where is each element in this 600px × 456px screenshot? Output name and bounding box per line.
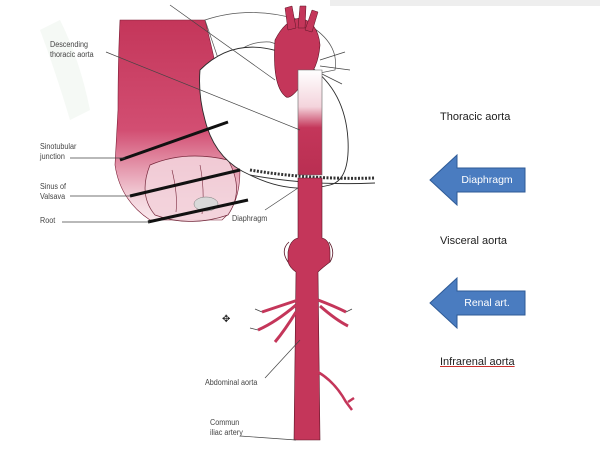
region-thoracic-aorta: Thoracic aorta bbox=[440, 111, 511, 123]
label-line: iliac artery bbox=[210, 428, 243, 437]
leader-abdominal bbox=[264, 339, 301, 379]
sinotubular-bar bbox=[119, 120, 229, 162]
label-abdominal-aorta: Abdominal aorta bbox=[205, 378, 258, 387]
root-bar bbox=[147, 198, 249, 224]
label-root: Root bbox=[40, 216, 56, 225]
label-common-iliac-artery: Commun iliac artery bbox=[210, 418, 243, 438]
renal-arrow-shape bbox=[429, 276, 526, 330]
move-cursor-icon: ✥ bbox=[222, 314, 231, 325]
label-sinotubular-junction: Sinotubular junction bbox=[40, 142, 76, 162]
descending-thoracic-aorta bbox=[297, 69, 323, 176]
label-line: Commun bbox=[210, 418, 240, 427]
diaphragm-arrow-shape bbox=[429, 153, 526, 207]
label-diaphragm: Diaphragm bbox=[232, 214, 268, 223]
faint-background-shape bbox=[40, 20, 90, 120]
left-renal-branches bbox=[257, 298, 299, 343]
leader-iliac bbox=[239, 435, 297, 441]
label-descending-thoracic-aorta: Descending thoracic aorta bbox=[50, 40, 94, 60]
label-line: thoracic aorta bbox=[50, 50, 94, 59]
label-line: Valsava bbox=[40, 192, 66, 201]
label-line: Descending bbox=[50, 40, 89, 49]
aortic-arch bbox=[274, 17, 321, 98]
label-line: Sinus of bbox=[40, 182, 67, 191]
leader-diaphragm bbox=[264, 187, 299, 211]
region-visceral-aorta: Visceral aorta bbox=[440, 235, 508, 247]
renal-branch-tips bbox=[249, 308, 353, 331]
leader-descending bbox=[105, 51, 301, 131]
valsalva-bar bbox=[129, 168, 241, 198]
label-sinus-of-valsalva: Sinus of Valsava bbox=[40, 182, 66, 202]
renal-arrow-label: Renal art. bbox=[464, 297, 510, 309]
lumbar-branch bbox=[317, 370, 355, 411]
visceral-branches bbox=[283, 241, 334, 263]
region-infrarenal-aorta: Infrarenal aorta bbox=[440, 356, 515, 368]
top-bar-strip bbox=[330, 0, 600, 6]
abdominal-aorta bbox=[287, 177, 331, 441]
leader-arch bbox=[169, 4, 276, 81]
diaphragm-arrow-label: Diaphragm bbox=[461, 174, 513, 186]
label-line: junction bbox=[40, 152, 65, 161]
supra-aortic-branches bbox=[284, 5, 319, 33]
label-line: Sinotubular bbox=[40, 142, 77, 151]
right-renal-branches bbox=[317, 298, 349, 328]
